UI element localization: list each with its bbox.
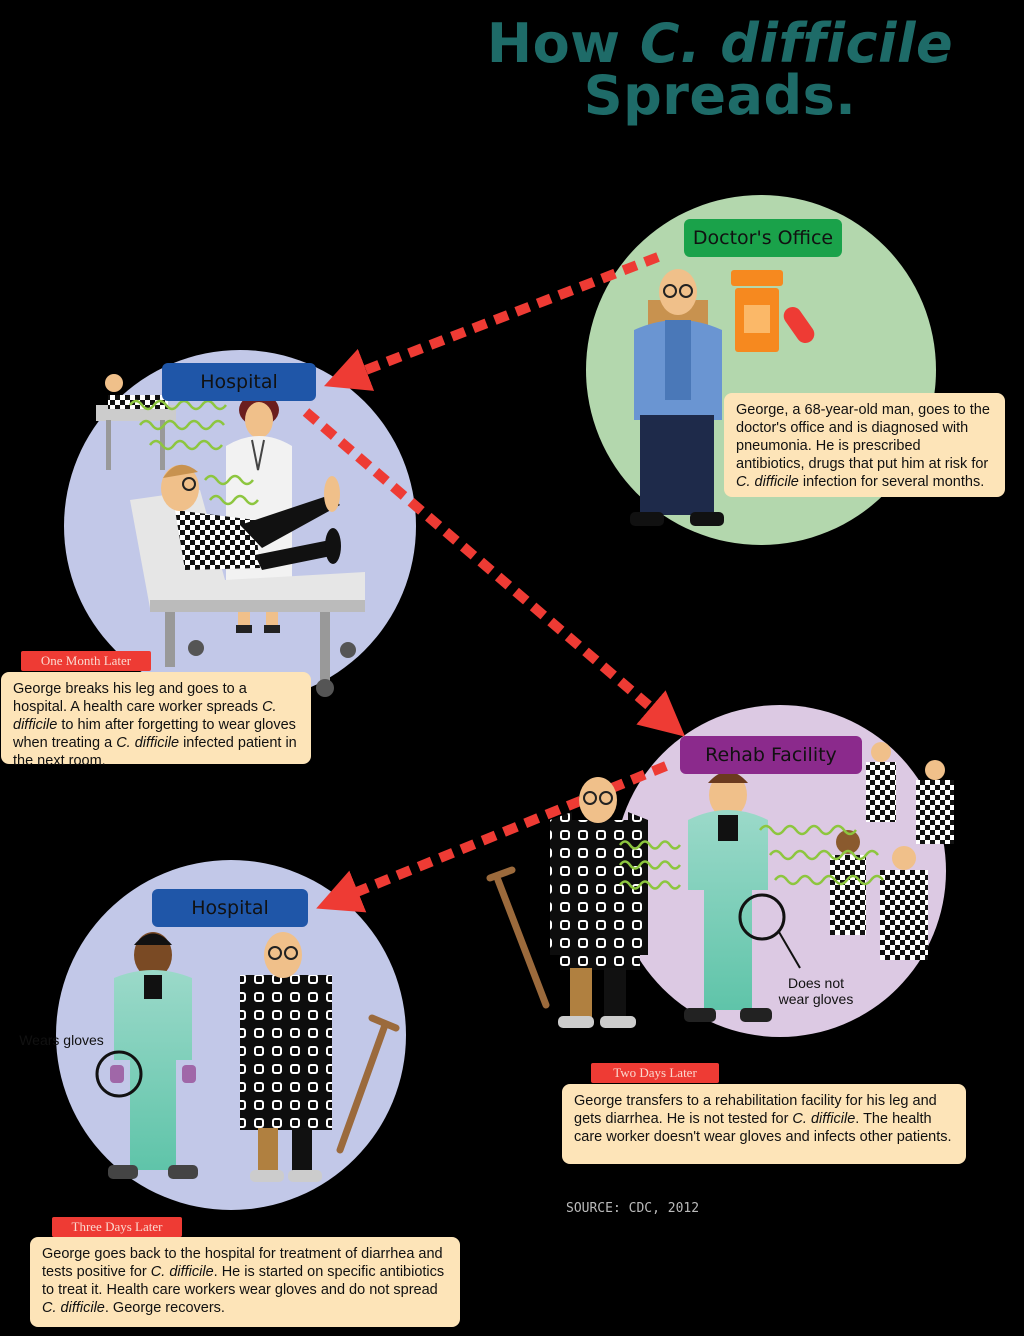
hospital1-bed-with-george [130,464,365,697]
hospital1-time-tag: One Month Later [21,651,151,671]
germ-wave-icon [618,824,884,890]
rehab-description: George transfers to a rehabilitation fac… [562,1084,966,1164]
source-citation: SOURCE: CDC, 2012 [566,1201,700,1216]
rehab-other-patients [830,742,954,960]
description-italic-term: C. difficile [792,1111,856,1127]
title-line2: Spreads. [583,64,857,127]
description-text: . He is started on specific antibiotics … [42,1264,445,1298]
george-doctor-figure [630,269,724,526]
description-italic-term: C. difficile [736,474,799,490]
description-text: George breaks his leg and goes to a hosp… [13,681,263,715]
description-text: . The health care worker doesn't wear gl… [574,1111,952,1145]
rehab-facility-label: Rehab Facility [680,736,862,774]
pill-bottle-icon [731,270,783,352]
germ-wave-icon [129,399,259,506]
hospital2-george-figure [240,932,332,1182]
description-text: George, a 68-year-old man, goes to the d… [736,402,990,472]
doctor-office-description: George, a 68-year-old man, goes to the d… [724,393,1005,497]
infographic-title: How C. difficile Spreads. [470,17,970,127]
arrow-doctor-to-hospital [324,252,660,391]
hospital1-label: Hospital [162,363,316,401]
crutch-icon [336,1014,400,1154]
capsule-icon [783,306,815,344]
doctor-office-label: Doctor's Office [684,219,842,257]
hospital2-health-care-worker [108,932,198,1179]
description-text: infection for several months. [798,474,985,490]
magnifier-callout-icon [95,1050,143,1098]
magnifier-callout-icon [738,893,801,969]
description-italic-term: C. difficile [150,1264,214,1280]
description-text: to him after forgetting to wear gloves w… [13,717,296,751]
hospital1-description: George breaks his leg and goes to a hosp… [1,672,311,769]
does-not-wear-gloves-callout: Does not wear gloves [778,975,854,1007]
rehab-health-care-worker [684,771,772,1022]
description-italic-term: C. difficile [13,699,277,733]
wears-gloves-callout: Wears gloves [19,1032,104,1048]
hospital2-time-tag: Three Days Later [52,1217,182,1237]
arrow-hospital-to-rehab [302,408,686,737]
description-text: . George recovers. [104,1300,225,1316]
rehab-time-tag: Two Days Later [591,1063,719,1083]
hospital2-description: George goes back to the hospital for tre… [30,1237,460,1327]
title-line1-prefix: How [486,12,640,75]
description-text: George transfers to a rehabilitation fac… [574,1093,937,1127]
rehab-george-figure [550,777,648,1028]
description-italic-term: C. difficile [116,735,180,751]
title-line1-italic: C. difficile [639,12,954,75]
description-italic-term: C. difficile [42,1300,105,1316]
description-text: infected patient in the next room. [13,735,297,769]
crutch-icon [486,866,550,1009]
description-text: George goes back to the hospital for tre… [42,1246,443,1280]
hospital2-label: Hospital [152,889,308,927]
